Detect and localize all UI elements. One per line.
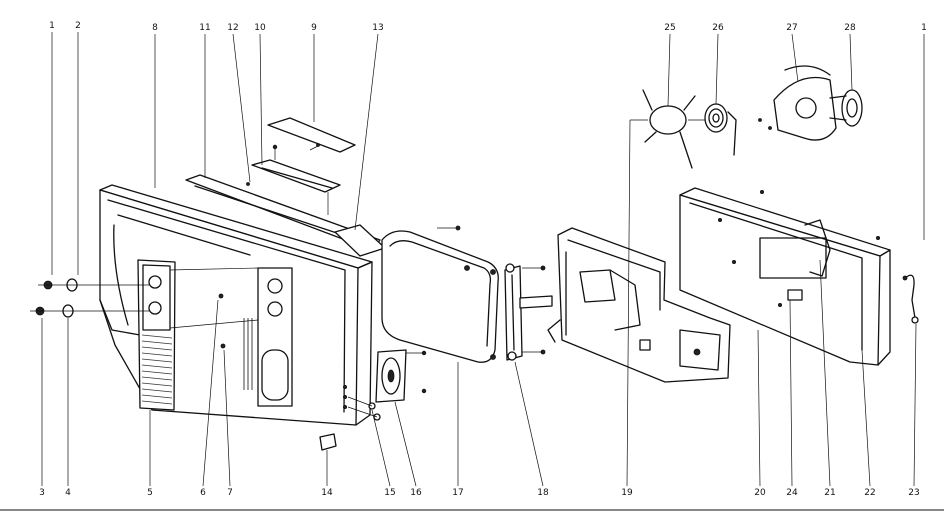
callout-12: 12: [227, 23, 238, 33]
callout-labels: 1 2 8 11 12 10 9 13 25 26 27 28 1 3 4 5 …: [39, 21, 927, 498]
speaker-grille-part-5: [137, 259, 259, 411]
callout-21: 21: [824, 488, 835, 498]
callout-1: 1: [49, 21, 55, 31]
callout-10: 10: [254, 23, 266, 33]
callout-26: 26: [712, 23, 724, 33]
callout-7: 7: [227, 488, 233, 498]
knob-parts-1-4: [30, 278, 150, 318]
callout-2: 2: [75, 21, 81, 31]
callout-27: 27: [786, 23, 797, 33]
knob-part-25: [642, 89, 712, 169]
leader-lines: [41, 32, 925, 487]
callout-25: 25: [664, 23, 675, 33]
callout-1b: 1: [921, 23, 927, 33]
yoke-frame-part-18: [504, 263, 553, 361]
callout-5: 5: [147, 488, 153, 498]
callout-24: 24: [786, 488, 798, 498]
bracket-part-10: [251, 144, 341, 215]
callout-4: 4: [65, 488, 71, 498]
clip-part-13: [334, 224, 386, 257]
callout-11: 11: [199, 23, 210, 33]
chassis-part-19: [547, 227, 731, 383]
callout-17: 17: [452, 488, 463, 498]
picture-tube-part-17: [381, 225, 499, 363]
spring-part-26: [704, 103, 737, 156]
callout-13: 13: [372, 23, 383, 33]
callout-16: 16: [410, 488, 422, 498]
callout-22: 22: [864, 488, 875, 498]
callout-23: 23: [908, 488, 919, 498]
plug-part-23: [902, 274, 919, 324]
callout-28: 28: [844, 23, 856, 33]
callout-19: 19: [621, 488, 633, 498]
callout-8: 8: [152, 23, 158, 33]
callout-14: 14: [321, 488, 333, 498]
callout-15: 15: [384, 488, 395, 498]
speaker-part-16: [375, 349, 427, 403]
small-parts-14-15: [319, 396, 381, 451]
handle-part-9: [267, 117, 356, 153]
callout-20: 20: [754, 488, 766, 498]
dial-part-27: [758, 65, 837, 141]
callout-9: 9: [311, 23, 317, 33]
callout-3: 3: [39, 488, 45, 498]
callout-6: 6: [200, 488, 206, 498]
back-cover-part-20-22: [679, 187, 891, 366]
callout-18: 18: [537, 488, 549, 498]
